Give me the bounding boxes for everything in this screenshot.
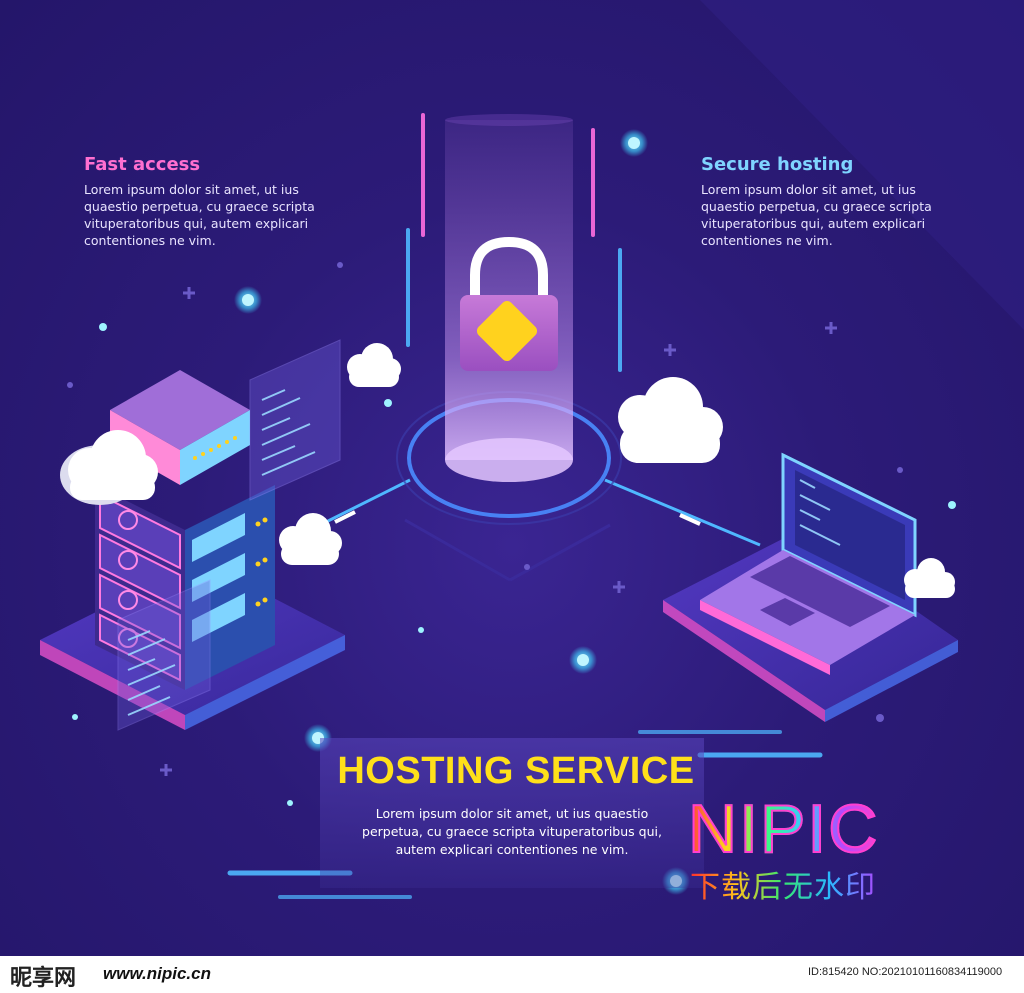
site-logo: 昵享网: [10, 966, 77, 991]
code-screen-panel: [117, 339, 341, 731]
padlock-icon: [460, 236, 558, 371]
nipic-watermark-subtitle: 下载后无水印: [690, 862, 876, 906]
server-rack-icon: [95, 370, 275, 690]
image-id: ID:815420 NO:20210101160834119000: [808, 966, 1003, 978]
laptop-icon: [700, 452, 917, 675]
cloud-icon: [60, 343, 955, 598]
site-url[interactable]: www.nipic.cn: [103, 964, 211, 983]
central-lock-beam: [396, 114, 622, 525]
footer-bar: [0, 956, 1024, 993]
hosting-service-body: Lorem ipsum dolor sit amet, ut ius quaes…: [362, 806, 662, 857]
hosting-service-title: HOSTING SERVICE: [337, 750, 695, 792]
nipic-watermark-logo: NIPIC: [687, 790, 880, 868]
glow-dots: [67, 129, 956, 895]
fast-access-title: Fast access: [84, 154, 201, 175]
network-connections: [299, 478, 761, 582]
background-panel: [700, 0, 1024, 330]
secure-hosting-title: Secure hosting: [701, 154, 854, 175]
secure-hosting-body: Lorem ipsum dolor sit amet, ut ius quaes…: [701, 182, 932, 248]
fast-access-body: Lorem ipsum dolor sit amet, ut ius quaes…: [84, 182, 315, 248]
plus-marks: [160, 287, 837, 776]
hosting-service-panel: [320, 738, 704, 888]
